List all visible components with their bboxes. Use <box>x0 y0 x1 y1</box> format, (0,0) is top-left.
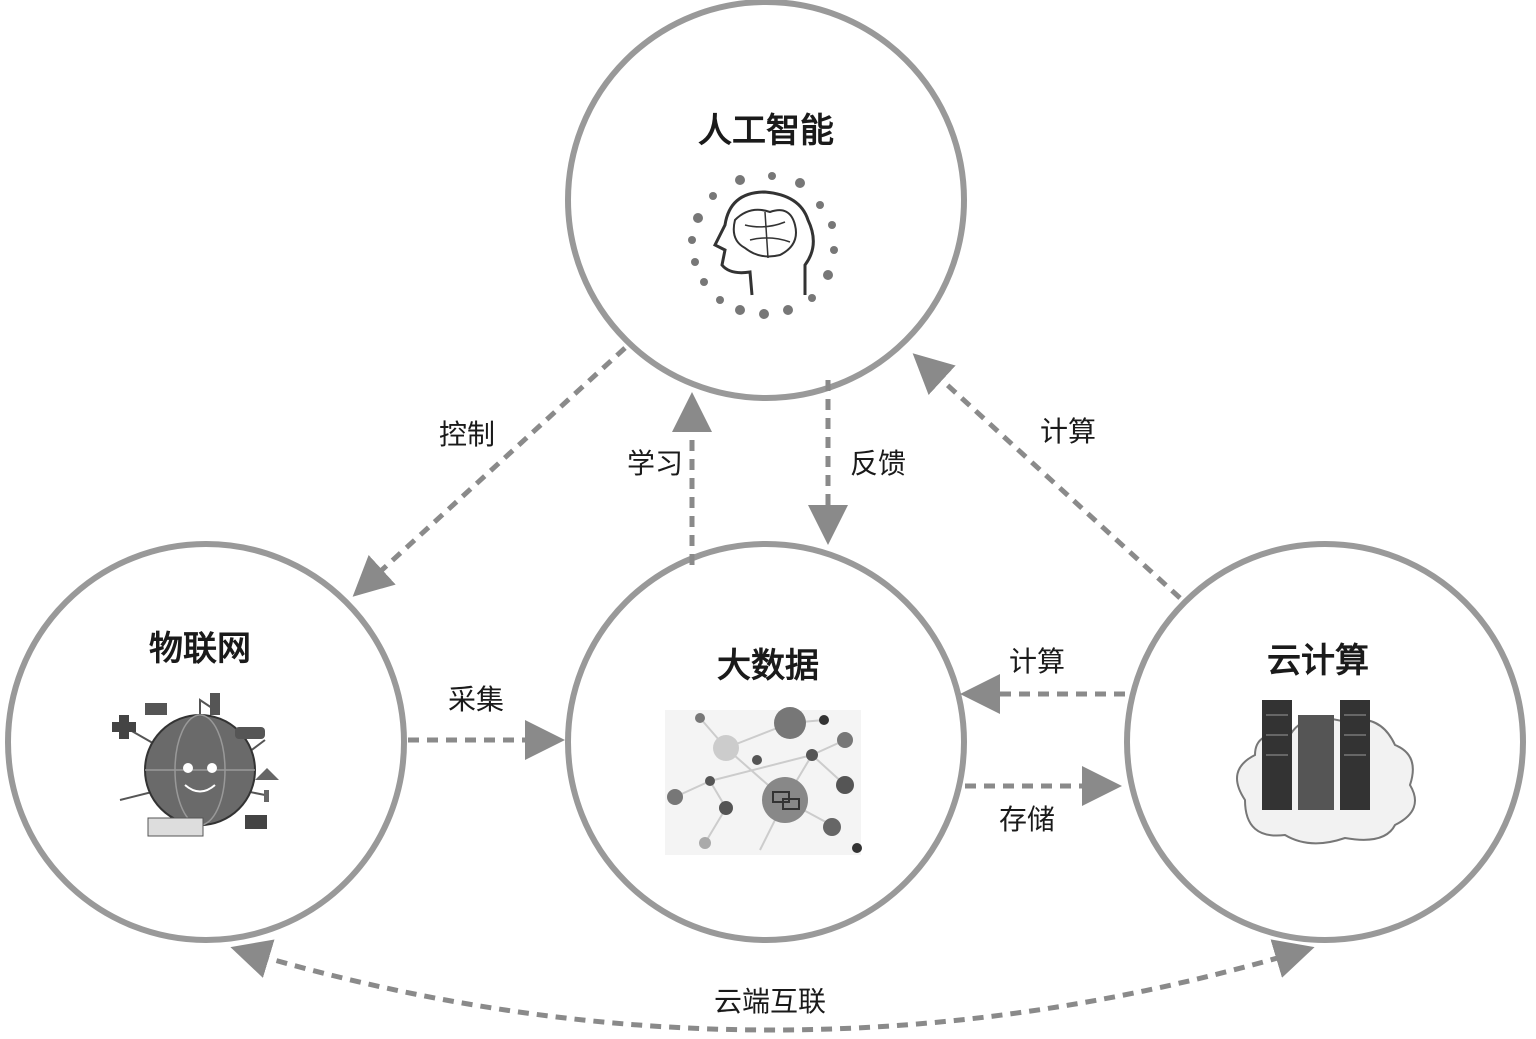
arrow-control <box>352 346 627 597</box>
label-collect: 采集 <box>448 683 504 716</box>
ai-title: 人工智能 <box>698 111 834 151</box>
globe-devices-icon <box>112 693 279 837</box>
label-control: 控制 <box>439 418 495 451</box>
label-store: 存储 <box>999 803 1055 836</box>
label-learn: 学习 <box>627 447 683 480</box>
label-compute-bigdata: 计算 <box>1009 645 1065 678</box>
bigdata-title: 大数据 <box>717 646 819 686</box>
arrow-cloud-interconnect <box>230 939 1315 1033</box>
arrow-compute-ai <box>912 353 1182 600</box>
label-compute-ai: 计算 <box>1040 415 1096 448</box>
iot-title: 物联网 <box>149 629 251 669</box>
server-cloud-icon <box>1236 700 1416 845</box>
brain-head-icon <box>688 172 838 319</box>
cloud-title: 云计算 <box>1267 641 1369 681</box>
ai-circle <box>565 0 967 401</box>
label-feedback: 反馈 <box>850 447 906 480</box>
network-graph-icon <box>665 707 862 855</box>
label-cloud-interconnect: 云端互联 <box>714 985 826 1018</box>
